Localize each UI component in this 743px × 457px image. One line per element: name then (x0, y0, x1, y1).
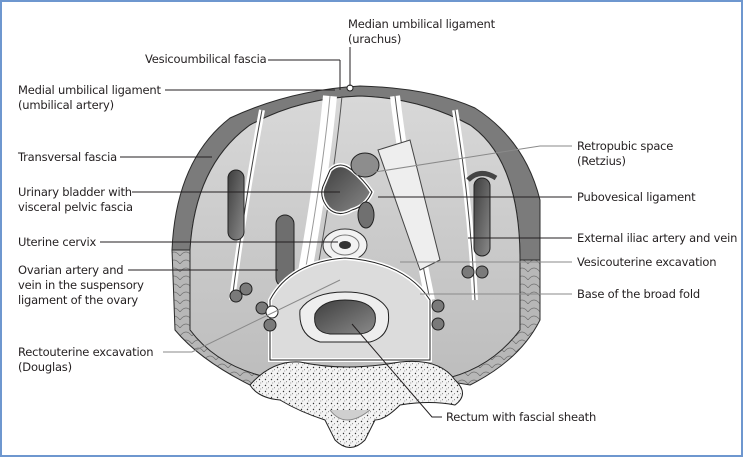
label-base-broad-fold: Base of the broad fold (577, 287, 700, 301)
leader-lines (100, 47, 572, 418)
label-vesicouterine-excavation: Vesicouterine excavation (577, 255, 717, 269)
label-median-umbilical-ligament: Median umbilical ligament (urachus) (348, 17, 495, 46)
label-uterine-cervix: Uterine cervix (18, 235, 97, 249)
label-pubovesical-ligament: Pubovesical ligament (577, 190, 696, 204)
label-vesicoumbilical-fascia: Vesicoumbilical fascia (145, 52, 267, 66)
label-external-iliac: External iliac artery and vein (577, 231, 738, 245)
label-transversal-fascia: Transversal fascia (18, 150, 117, 164)
label-ovarian-artery-vein: Ovarian artery and vein in the suspensor… (18, 263, 144, 307)
label-medial-umbilical-ligament: Medial umbilical ligament (umbilical art… (18, 83, 161, 112)
label-retropubic-space: Retropubic space (Retzius) (577, 139, 674, 168)
sacrum (249, 360, 463, 448)
label-urinary-bladder: Urinary bladder with visceral pelvic fas… (18, 185, 133, 214)
label-rectouterine-excavation: Rectouterine excavation (Douglas) (18, 345, 154, 374)
label-rectum: Rectum with fascial sheath (446, 410, 597, 424)
